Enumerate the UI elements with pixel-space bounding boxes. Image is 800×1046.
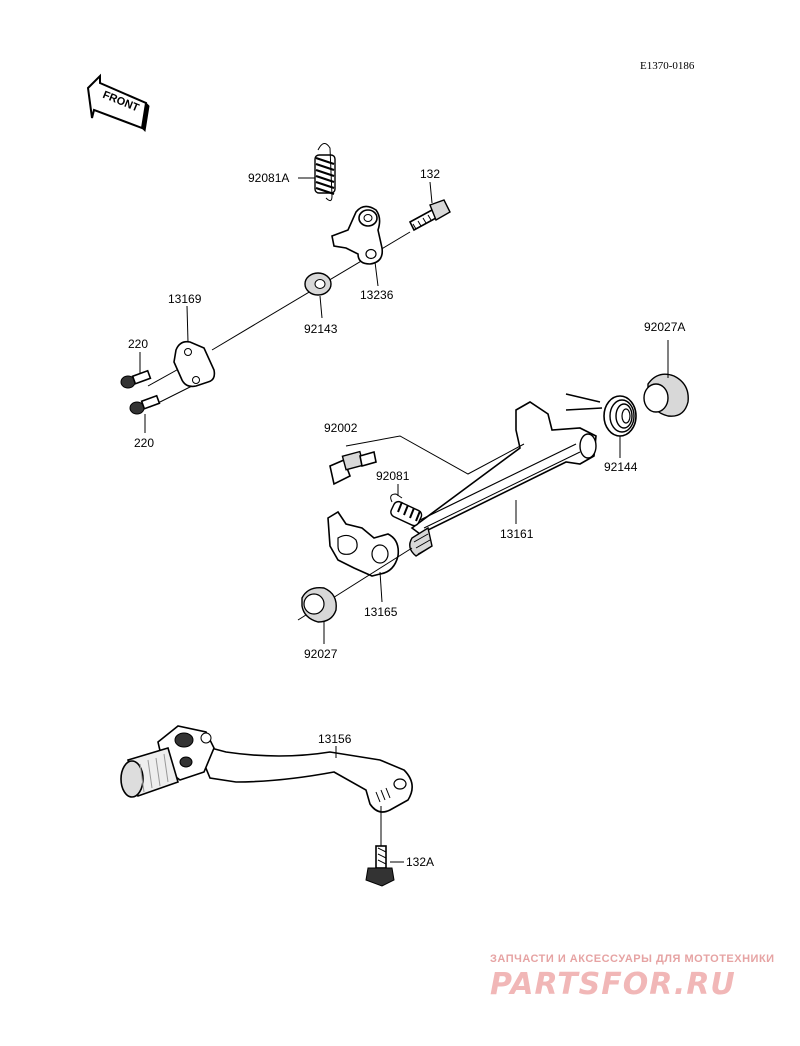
leader-92143 <box>319 295 323 319</box>
label-220-top: 220 <box>128 337 148 351</box>
bolt-132A <box>365 845 395 887</box>
spring-92081 <box>390 493 423 527</box>
label-13236: 13236 <box>360 288 394 302</box>
lever-13236 <box>331 205 384 265</box>
bolt-132 <box>408 199 451 232</box>
leader-13169 <box>186 305 189 343</box>
label-92027: 92027 <box>304 647 338 661</box>
seal-92027A <box>643 373 689 417</box>
screw-220-bottom <box>129 394 161 415</box>
label-13165: 13165 <box>364 605 398 619</box>
watermark-logo: PARTSFOR.RU <box>490 967 736 1002</box>
label-92143: 92143 <box>304 322 338 336</box>
front-arrow-icon: FRONT <box>86 73 150 133</box>
arm-13165 <box>327 510 400 577</box>
diagram-code: E1370-0186 <box>640 60 695 72</box>
pedal-13156 <box>120 725 413 813</box>
watermark-caption: ЗАПЧАСТИ И АКСЕССУАРЫ ДЛЯ МОТОТЕХНИКИ <box>490 953 775 965</box>
label-92081A: 92081A <box>248 171 289 185</box>
label-132: 132 <box>420 167 440 181</box>
label-132A: 132A <box>406 855 434 869</box>
label-13156: 13156 <box>318 732 352 746</box>
label-13161: 13161 <box>500 527 534 541</box>
washer-92143 <box>304 272 332 296</box>
bolt-92002 <box>329 450 377 486</box>
leader-13165 <box>379 571 383 603</box>
leader-132 <box>429 181 433 204</box>
shaft-13161 <box>409 401 597 557</box>
label-220-bottom: 220 <box>134 436 154 450</box>
screw-220-top <box>120 369 152 389</box>
plate-13169 <box>173 340 216 388</box>
leader-13236 <box>374 261 379 287</box>
label-13169: 13169 <box>168 292 202 306</box>
leader-92002 <box>345 435 525 475</box>
label-92081: 92081 <box>376 469 410 483</box>
spring-92144 <box>565 393 637 437</box>
label-92002: 92002 <box>324 421 358 435</box>
spring-92081A <box>314 143 336 202</box>
seal-92027 <box>301 587 337 623</box>
label-92027A: 92027A <box>644 320 685 334</box>
label-92144: 92144 <box>604 460 638 474</box>
